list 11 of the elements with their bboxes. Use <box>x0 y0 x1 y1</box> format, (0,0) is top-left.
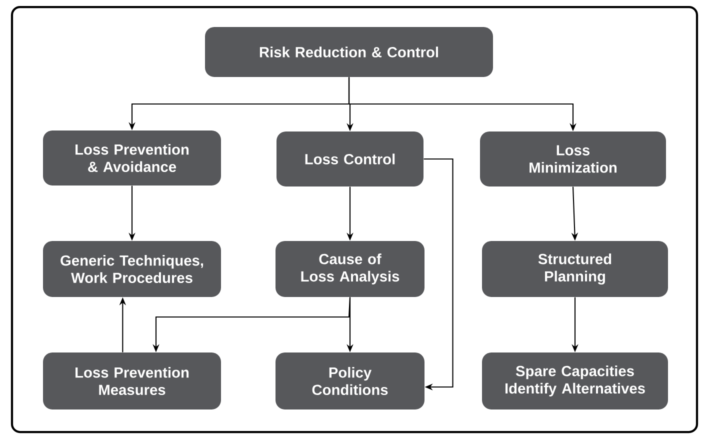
process-box: Risk Reduction & Control <box>205 27 493 77</box>
process-box: Policy Conditions <box>276 352 424 410</box>
process-box: Loss Prevention & Avoidance <box>43 130 221 186</box>
process-box: Loss Prevention Measures <box>43 352 221 410</box>
process-box: Loss Control <box>276 132 424 186</box>
process-box: Cause of Loss Analysis <box>276 241 424 297</box>
arrow <box>424 158 454 390</box>
process-box: Loss Minimization <box>480 132 666 186</box>
process-box: Spare Capacities Identify Alternatives <box>482 352 668 410</box>
process-box: Structured Planning <box>482 241 668 297</box>
process-box: Generic Techniques, Work Procedures <box>43 241 221 297</box>
